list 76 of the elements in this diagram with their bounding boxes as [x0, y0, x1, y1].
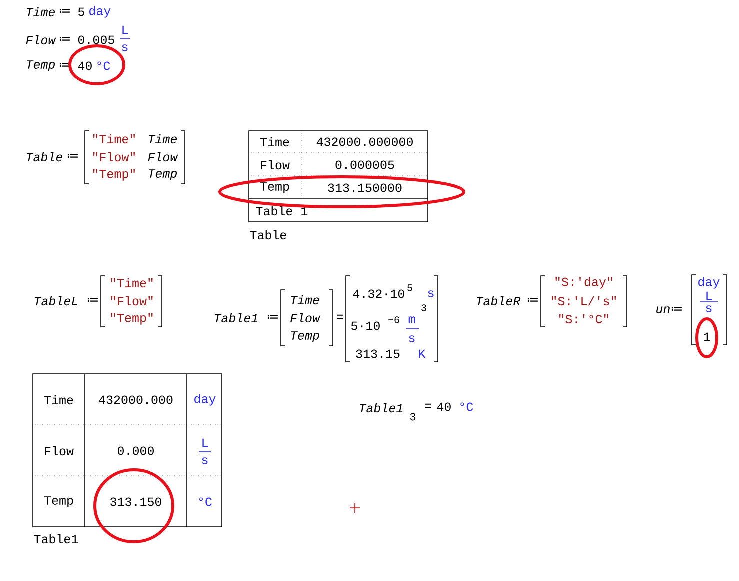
exponent: −6: [388, 316, 400, 324]
table-caption: Table: [250, 230, 286, 240]
assign-operator: ≔: [672, 307, 682, 312]
variable-name: Time: [148, 134, 177, 144]
table-caption: Table1: [34, 534, 78, 544]
assign-operator: ≔: [268, 315, 278, 320]
table-cell: day: [194, 394, 216, 406]
unit: K: [419, 350, 426, 358]
unit: s: [706, 306, 712, 312]
variable-name: Time: [291, 295, 320, 305]
table-cell: 313.150000: [328, 184, 402, 192]
variable-name: Flow: [148, 152, 178, 162]
table-cell: s: [202, 458, 208, 464]
variable-name: Time: [26, 7, 55, 17]
variable-name: Table1: [214, 313, 258, 323]
number: 40: [437, 402, 451, 412]
unit: s: [409, 336, 415, 342]
table-cell: °C: [200, 498, 212, 506]
unit: L: [122, 26, 128, 34]
number: 4.32·10: [353, 290, 404, 298]
string-literal: "Time": [93, 134, 135, 144]
unit: day: [698, 277, 720, 289]
variable-name: Flow: [26, 35, 56, 45]
table-cell: 432000.000000: [316, 138, 413, 146]
assign-operator: ≔: [68, 154, 78, 158]
assign-operator: ≔: [528, 298, 538, 302]
exponent: 5: [408, 284, 412, 292]
number: 5: [78, 8, 84, 16]
variable-name: TableR: [476, 296, 521, 306]
string-literal: "Temp": [93, 169, 135, 181]
number: =: [337, 314, 344, 319]
variable-name: Temp: [26, 60, 56, 72]
table-cell: 432000.000: [99, 396, 173, 404]
assign-operator: ≔: [60, 9, 70, 14]
table-cell: Time: [44, 395, 74, 405]
table-cell: 0.000005: [336, 160, 394, 170]
string-literal: "S:'L/'s": [552, 296, 616, 306]
table-cell: Temp: [260, 182, 290, 194]
table-cell: L: [202, 438, 208, 448]
table-cell: Flow: [261, 160, 290, 170]
number: 0.005: [78, 36, 114, 44]
variable-name: Table1: [360, 403, 403, 413]
table-cell: 313.150: [110, 498, 162, 506]
subscript: 3: [410, 413, 416, 421]
table-cell: Flow: [45, 446, 74, 456]
exponent: 3: [422, 304, 426, 312]
variable-name: TableL: [34, 296, 78, 306]
unit: L: [706, 292, 712, 300]
assign-operator: ≔: [88, 298, 98, 302]
unit: day: [90, 6, 111, 18]
variable-name: Flow: [290, 313, 321, 323]
string-literal: "Temp": [111, 313, 153, 325]
table-cell: Time: [260, 137, 290, 147]
variable-name: un: [656, 306, 670, 314]
number: =: [425, 404, 432, 408]
variable-name: Table: [26, 152, 62, 162]
unit: s: [428, 290, 434, 298]
number: 40: [78, 62, 92, 70]
number: 313.15: [356, 350, 400, 358]
number: 5·10: [352, 322, 380, 330]
string-literal: "S:'day": [556, 277, 612, 289]
string-literal: "Flow": [111, 296, 153, 306]
table-cell: 0.000: [118, 446, 154, 456]
unit: °C: [460, 402, 474, 412]
string-literal: "Flow": [93, 152, 135, 162]
table-caption: Table 1: [256, 206, 308, 216]
assign-operator: ≔: [60, 37, 70, 42]
unit: °C: [98, 62, 110, 70]
string-literal: "S:'°C": [559, 314, 609, 324]
number: 1: [704, 332, 710, 342]
unit: s: [122, 44, 128, 52]
string-literal: "Time": [111, 278, 153, 288]
unit: m: [408, 316, 416, 324]
variable-name: Temp: [148, 170, 178, 180]
table-cell: Temp: [44, 496, 74, 508]
variable-name: Temp: [291, 332, 320, 342]
